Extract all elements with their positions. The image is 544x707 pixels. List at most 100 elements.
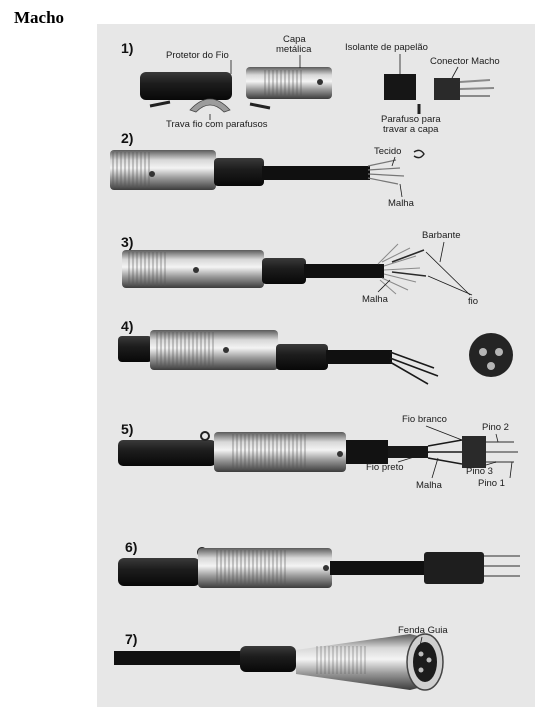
cable <box>114 651 242 665</box>
label-fenda-guia: Fenda Guia <box>398 625 448 636</box>
leader-line <box>419 636 423 647</box>
leader-line <box>377 279 391 293</box>
wire-protector-boot <box>140 72 232 100</box>
step-4: 4) <box>118 318 513 385</box>
step-3: 3) Barbante Malha fio <box>121 230 478 307</box>
label-pino-1: Pino 1 <box>478 478 505 489</box>
page-title: Macho <box>14 8 65 27</box>
label-conector: Conector Macho <box>430 56 500 67</box>
step-5: 5) Fio branco Pino 2 Fio preto Pino 3 Ma… <box>118 414 518 491</box>
leader-line <box>495 433 499 443</box>
male-insert-body <box>434 78 460 100</box>
cable-clamp <box>189 98 231 113</box>
label-malha: Malha <box>362 294 389 305</box>
leader-line <box>427 275 473 296</box>
step-3-number: 3) <box>121 234 133 250</box>
step-1-number: 1) <box>121 40 133 56</box>
braided-shield <box>377 243 421 295</box>
male-insert-body <box>462 436 486 468</box>
metal-shell-grip <box>262 70 304 96</box>
wire-protector-boot <box>240 646 296 672</box>
step-6: 6) <box>118 539 520 588</box>
leader-line <box>391 156 396 167</box>
metal-shell-grip <box>214 550 288 586</box>
leader-line <box>509 461 513 479</box>
label-malha: Malha <box>416 480 443 491</box>
leader-line <box>397 451 431 463</box>
leader-line <box>399 183 403 198</box>
pin <box>459 79 491 83</box>
step-6-number: 6) <box>125 539 137 555</box>
wires <box>427 439 463 465</box>
wire-protector-boot <box>214 158 264 186</box>
cable <box>388 446 428 458</box>
wire-protector-boot <box>118 440 216 466</box>
clamp-ring <box>200 431 210 441</box>
pin-hole <box>479 348 487 356</box>
shell-screw-hole <box>193 267 199 273</box>
label-pino-2: Pino 2 <box>482 422 509 433</box>
label-isolante: Isolante de papelão <box>345 42 428 53</box>
pin <box>459 87 495 90</box>
leader-line <box>425 251 471 296</box>
wire-protector-boot <box>118 558 200 586</box>
label-fio-preto: Fio preto <box>366 462 404 473</box>
leader-line <box>439 241 445 263</box>
shell-screw-hole <box>317 79 323 85</box>
metal-shell-grip <box>156 332 216 368</box>
leader-line <box>431 457 439 479</box>
step-2-number: 2) <box>121 130 133 146</box>
paper-insulator <box>384 74 416 100</box>
paper-insulator <box>346 440 388 464</box>
leader-line <box>451 66 459 79</box>
label-fio-branco: Fio branco <box>402 414 447 425</box>
cable <box>262 166 370 180</box>
cable <box>326 350 392 364</box>
wire-protector-boot <box>262 258 306 284</box>
pin-hole <box>487 362 495 370</box>
label-tecido: Tecido <box>374 146 401 157</box>
pin-tip <box>426 657 432 663</box>
leader-line <box>425 425 463 441</box>
step-7: 7) Fenda Guia <box>114 625 448 691</box>
cable <box>330 561 426 575</box>
step-7-number: 7) <box>125 631 137 647</box>
male-insert-body <box>424 552 484 584</box>
wire-protector-boot <box>276 344 328 370</box>
wire-protector-boot <box>118 336 152 362</box>
step-5-number: 5) <box>121 421 133 437</box>
cable <box>304 264 384 278</box>
wires <box>391 249 427 277</box>
connector-insert-face <box>413 642 437 682</box>
label-parafuso-2: travar a capa <box>383 124 439 135</box>
metal-shell-grip <box>126 252 166 286</box>
pin-tip <box>418 651 424 657</box>
clamp-screw <box>149 100 171 108</box>
metal-shell-grip <box>316 646 368 674</box>
label-malha: Malha <box>388 198 415 209</box>
shell-screw-hole <box>149 171 155 177</box>
pin-tip <box>418 667 424 673</box>
cloth-thread <box>413 149 425 159</box>
shell-screw-hole <box>223 347 229 353</box>
metal-shell-grip <box>232 434 306 470</box>
clamp-screw <box>249 102 271 110</box>
label-parafuso-1: Parafuso para <box>381 114 441 125</box>
metal-shell-grip <box>112 152 152 188</box>
connector-insert-face <box>469 333 513 377</box>
step-4-number: 4) <box>121 318 133 334</box>
braided-shield <box>367 159 405 185</box>
pin-hole <box>495 348 503 356</box>
label-capa-2: metálica <box>276 44 312 55</box>
step-2: 2) Tecido Malha <box>110 130 425 209</box>
shell-screw-hole <box>337 451 343 457</box>
label-barbante: Barbante <box>422 230 461 241</box>
step-1: 1) Protetor do Fio Capa metálica Isolant… <box>121 34 500 135</box>
label-trava: Trava fio com parafusos <box>166 119 268 130</box>
shell-screw-hole <box>323 565 329 571</box>
leader-line <box>485 461 497 466</box>
wires <box>389 351 439 385</box>
label-capa-1: Capa <box>283 34 306 45</box>
label-pino-3: Pino 3 <box>466 466 493 477</box>
